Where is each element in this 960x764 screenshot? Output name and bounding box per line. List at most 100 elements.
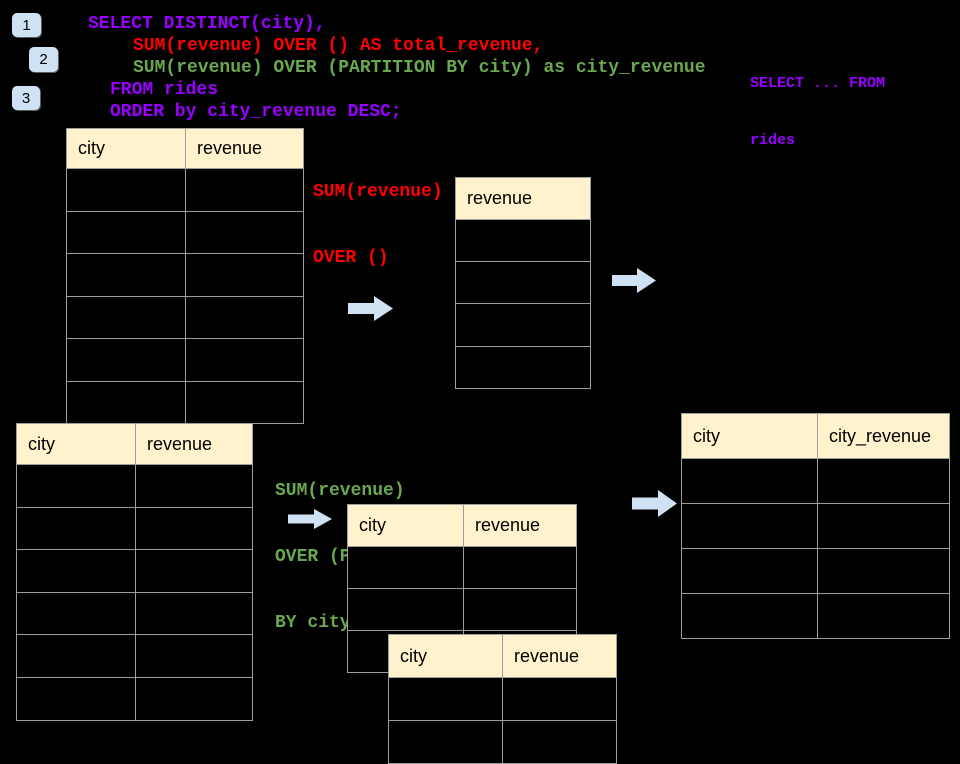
table-cell (136, 678, 252, 720)
table-cell (464, 589, 576, 630)
result-table: city city_revenue (681, 413, 950, 639)
source-table-top: city revenue (66, 128, 304, 424)
table-row (67, 168, 303, 211)
arrow-right-icon (288, 509, 332, 529)
annotation-total-revenue: SUM(revenue) OVER () (313, 137, 443, 313)
sql-line-select: SELECT DISTINCT(city), (88, 14, 326, 34)
table-row (67, 380, 303, 423)
table-cell (348, 589, 464, 630)
column-header-city: city (67, 129, 186, 168)
table-row (67, 338, 303, 381)
table-row (17, 549, 252, 592)
table-cell (67, 169, 186, 211)
table-cell (503, 678, 616, 720)
annotation-line: SUM(revenue) (313, 182, 443, 202)
sql-line-from: FROM rides (110, 80, 219, 100)
table-cell (136, 635, 252, 677)
table-row (456, 261, 590, 303)
table-row (456, 219, 590, 261)
column-header-city: city (682, 414, 818, 458)
table-row (389, 677, 616, 720)
table-cell (17, 550, 136, 592)
slide-canvas: 1 2 3 SELECT DISTINCT(city), SUM(revenue… (12, 13, 950, 764)
table-cell (67, 254, 186, 296)
total-revenue-table: revenue (455, 177, 591, 389)
table-cell (456, 304, 590, 345)
table-row (17, 676, 252, 720)
column-header-revenue: revenue (136, 424, 252, 464)
table-cell (682, 594, 818, 638)
table-cell (186, 297, 303, 339)
table-row (348, 588, 576, 630)
table-row (348, 546, 576, 588)
table-row (456, 345, 590, 388)
table-header-row: city revenue (17, 424, 252, 464)
table-cell (67, 339, 186, 381)
column-header-city-revenue: city_revenue (818, 414, 949, 458)
table-cell (389, 721, 503, 763)
table-cell (186, 169, 303, 211)
column-header-city: city (389, 635, 503, 677)
table-cell (818, 549, 949, 593)
column-header-revenue: revenue (456, 178, 590, 219)
step-badge-1: 1 (12, 13, 41, 37)
annotation-line: OVER () (313, 248, 389, 268)
table-row (67, 253, 303, 296)
column-header-revenue: revenue (503, 635, 616, 677)
table-cell (67, 381, 186, 423)
column-header-city: city (17, 424, 136, 464)
table-cell (682, 459, 818, 503)
table-cell (136, 508, 252, 550)
table-cell (456, 262, 590, 303)
table-body (682, 458, 949, 638)
table-cell (17, 592, 136, 635)
table-cell (682, 549, 818, 593)
step-badge-2: 2 (29, 47, 58, 72)
arrow-right-icon (348, 296, 393, 321)
table-row (456, 303, 590, 345)
table-header-row: city revenue (348, 505, 576, 546)
column-header-revenue: revenue (464, 505, 576, 546)
sql-line-city-revenue: SUM(revenue) OVER (PARTITION BY city) as… (133, 58, 706, 78)
table-cell (186, 212, 303, 254)
table-cell (136, 593, 252, 635)
table-cell (464, 547, 576, 588)
table-cell (682, 504, 818, 548)
column-header-revenue: revenue (186, 129, 303, 168)
table-row (17, 591, 252, 635)
table-cell (17, 465, 136, 507)
table-cell (67, 296, 186, 338)
table-row (682, 593, 949, 638)
table-cell (186, 339, 303, 381)
sql-line-order-by: ORDER by city_revenue DESC; (110, 102, 402, 122)
table-cell (348, 547, 464, 588)
table-cell (818, 504, 949, 548)
table-header-row: city revenue (67, 129, 303, 168)
table-row (17, 634, 252, 677)
table-body (67, 168, 303, 423)
step-badge-3: 3 (12, 86, 40, 110)
annotation-line: SUM(revenue) (275, 481, 405, 501)
side-note-line: rides (750, 132, 796, 149)
table-row (17, 506, 252, 550)
table-body (17, 464, 252, 720)
table-cell (17, 677, 136, 720)
table-body (456, 219, 590, 388)
table-row (389, 720, 616, 763)
table-header-row: city city_revenue (682, 414, 949, 458)
side-note-line: SELECT ... FROM (750, 75, 886, 92)
table-cell (67, 211, 186, 253)
table-cell (456, 220, 590, 261)
table-cell (17, 507, 136, 550)
table-cell (456, 347, 590, 388)
table-row (682, 548, 949, 593)
table-cell (17, 635, 136, 677)
table-cell (136, 465, 252, 507)
side-note-select-from: SELECT ... FROM rides (750, 36, 885, 188)
table-cell (136, 550, 252, 592)
table-cell (818, 594, 949, 638)
column-header-city: city (348, 505, 464, 546)
arrow-right-icon (632, 490, 677, 517)
table-row (17, 464, 252, 507)
table-header-row: revenue (456, 178, 590, 219)
